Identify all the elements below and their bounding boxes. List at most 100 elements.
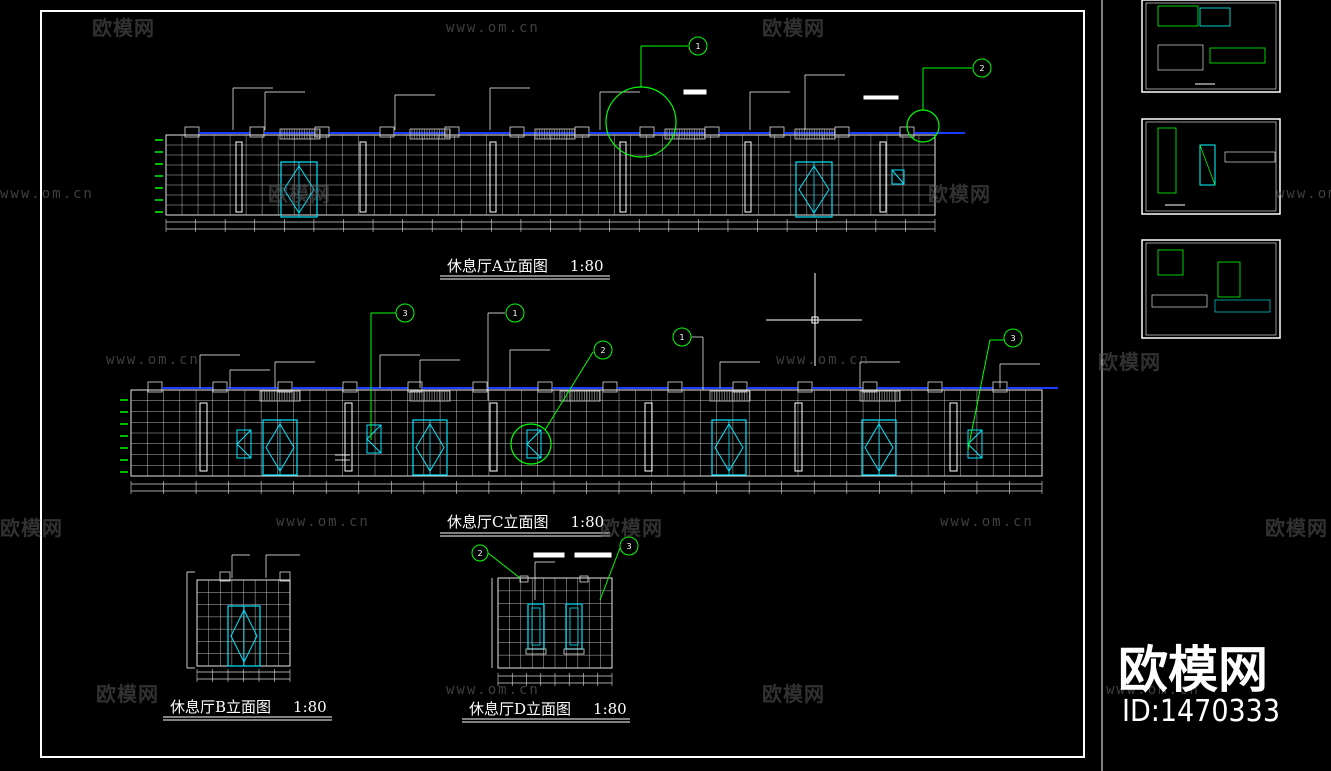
callout-number: 2 <box>600 346 605 355</box>
sheet-frame <box>40 10 1085 758</box>
parapet-block <box>219 571 231 582</box>
elevation-d-drawing: 23 <box>471 536 639 686</box>
cad-crosshair-cursor <box>766 273 862 366</box>
wall-column <box>644 402 653 472</box>
elevation-b-drawing <box>186 554 300 682</box>
callout-number: 2 <box>477 549 482 558</box>
ceiling-vent <box>559 390 601 402</box>
callout-leader <box>487 552 521 579</box>
callout-number: 3 <box>402 309 407 318</box>
ceiling-vent <box>534 128 576 140</box>
elevation-a-scale: 1:80 <box>569 257 604 275</box>
wall-column <box>794 402 803 472</box>
parapet-block <box>519 575 529 583</box>
elevation-a-title-text: 休息厅A立面图 <box>447 257 548 275</box>
watermark-logo: 欧模网 <box>0 516 63 540</box>
ceiling-vent <box>259 390 301 402</box>
ceiling-vent <box>409 390 451 402</box>
window-frame <box>891 169 905 185</box>
wall-column <box>489 402 498 472</box>
watermark-url: www.om.cn <box>0 186 94 202</box>
ceiling-vent <box>664 128 706 140</box>
watermark-logo: 欧模网 <box>762 16 825 40</box>
side-window <box>366 424 382 454</box>
elevation-b-title-text: 休息厅B立面图 <box>170 698 272 716</box>
watermark-logo: 欧模网 <box>1265 516 1328 540</box>
panel-base <box>563 648 585 655</box>
detail-circle <box>605 86 677 158</box>
watermark-url: www.om.cn <box>1106 682 1200 698</box>
callout-1 <box>505 303 525 323</box>
callout-1 <box>672 327 692 347</box>
callout-3 <box>619 536 639 556</box>
watermark-logo: 欧模网 <box>1098 350 1161 374</box>
annotation-tag <box>533 552 565 558</box>
callout-number: 1 <box>679 333 684 342</box>
watermark-url: www.om.cn <box>106 352 200 368</box>
elevation-a-drawing: 12 <box>150 36 992 232</box>
elevation-d-title-text: 休息厅D立面图 <box>469 700 572 718</box>
annotation-tag <box>683 89 707 95</box>
elevation-a-title: 休息厅A立面图 1:80 <box>447 255 604 276</box>
brand-model-id: ID:1470333 <box>1122 694 1281 729</box>
watermark-url: www.om.cn <box>940 514 1034 530</box>
glass-panel-inner <box>569 607 579 646</box>
ceiling-vent <box>709 390 751 402</box>
watermark-logo: 欧模网 <box>96 682 159 706</box>
elevation-c-title-text: 休息厅C立面图 <box>447 513 549 531</box>
watermark-logo: 欧模网 <box>268 182 331 206</box>
wall-column <box>344 402 353 472</box>
parapet-block <box>579 575 589 583</box>
brand-logo-text: 欧模网 <box>1118 641 1268 699</box>
watermark-url: www.om.cn <box>1276 186 1331 202</box>
watermark-logo: 欧模网 <box>600 516 663 540</box>
callout-number: 2 <box>979 64 984 73</box>
callout-leader <box>967 339 991 451</box>
wall-column <box>949 402 958 472</box>
callout-3 <box>395 303 415 323</box>
wall-column <box>619 141 627 213</box>
callout-2 <box>471 544 489 562</box>
thumbnail-sheet-1[interactable] <box>1141 0 1281 93</box>
wall-column <box>359 141 367 213</box>
ceiling-vent <box>859 390 901 402</box>
detail-circle <box>510 423 552 465</box>
watermark-url: www.om.cn <box>776 352 870 368</box>
wall-column <box>744 141 752 213</box>
ceiling-vent <box>279 128 321 140</box>
callout-number: 1 <box>512 309 517 318</box>
thumbnail-sheet-2[interactable] <box>1141 118 1281 215</box>
parapet-block <box>279 571 291 582</box>
thumbnail-sheet-3[interactable] <box>1141 239 1281 339</box>
watermark-logo: 欧模网 <box>92 16 155 40</box>
ceiling-vent <box>409 128 451 140</box>
callout-1 <box>688 36 708 56</box>
elevation-d-title: 休息厅D立面图 1:80 <box>469 698 627 719</box>
elevation-d-scale: 1:80 <box>593 700 627 718</box>
ceiling-vent <box>794 128 836 140</box>
callout-3 <box>1003 328 1023 348</box>
callout-number: 1 <box>695 42 700 51</box>
elevation-c-scale: 1:80 <box>570 513 605 531</box>
callout-2 <box>593 340 613 360</box>
callout-leader <box>544 351 594 431</box>
watermark-url: www.om.cn <box>446 682 540 698</box>
wall-column <box>489 141 497 213</box>
callout-number: 3 <box>1010 334 1015 343</box>
left-dim-block <box>150 130 160 215</box>
callout-number: 3 <box>626 542 631 551</box>
wall-column <box>235 141 243 213</box>
watermark-url: www.om.cn <box>276 514 370 530</box>
detail-circle <box>906 109 940 143</box>
watermark-url: www.om.cn <box>446 20 540 36</box>
elevation-c-drawing: 3 1 2 1 3 <box>120 303 1058 494</box>
watermark-logo: 欧模网 <box>928 182 991 206</box>
wall-column <box>199 402 208 472</box>
annotation-tag <box>863 95 899 100</box>
callout-2 <box>972 58 992 78</box>
elevation-c-title: 休息厅C立面图 1:80 <box>447 511 604 532</box>
watermark-logo: 欧模网 <box>762 682 825 706</box>
annotation-tag <box>574 552 612 558</box>
